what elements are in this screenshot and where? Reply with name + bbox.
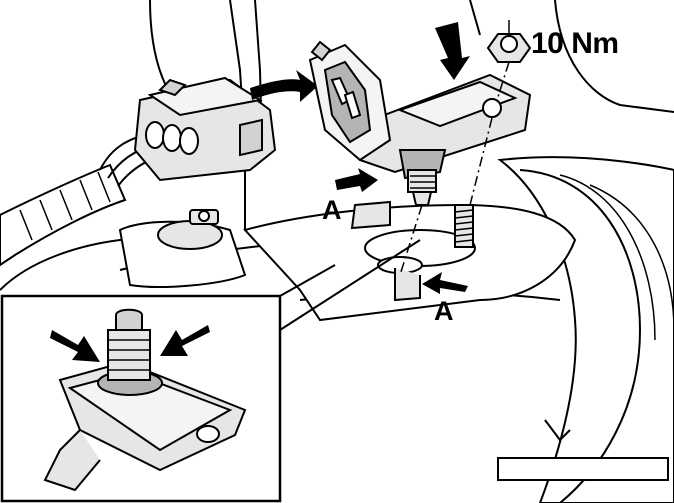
pressure-sensor (308, 40, 532, 206)
torque-value-label: 10 Nm (531, 27, 619, 60)
clip-arrow-upper-icon (335, 168, 378, 192)
arrow-right-icon (250, 70, 318, 102)
mounting-surface (243, 200, 577, 322)
hose (0, 163, 127, 267)
alignment-lines (399, 61, 510, 276)
electrical-connector (133, 76, 277, 182)
clip-label-a-lower: A (434, 296, 454, 326)
detail-inset (0, 239, 421, 503)
nut (486, 20, 532, 63)
stud-bolt (454, 204, 474, 248)
clip-label-a-upper: A (322, 195, 342, 225)
inset-arrow-right-icon (160, 325, 210, 356)
cylinder-housing (497, 156, 674, 503)
arrow-down-icon (435, 22, 470, 80)
inset-arrow-left-icon (50, 330, 100, 362)
pipe-with-clamp (118, 209, 247, 288)
clip-arrow-lower-icon (422, 272, 468, 294)
